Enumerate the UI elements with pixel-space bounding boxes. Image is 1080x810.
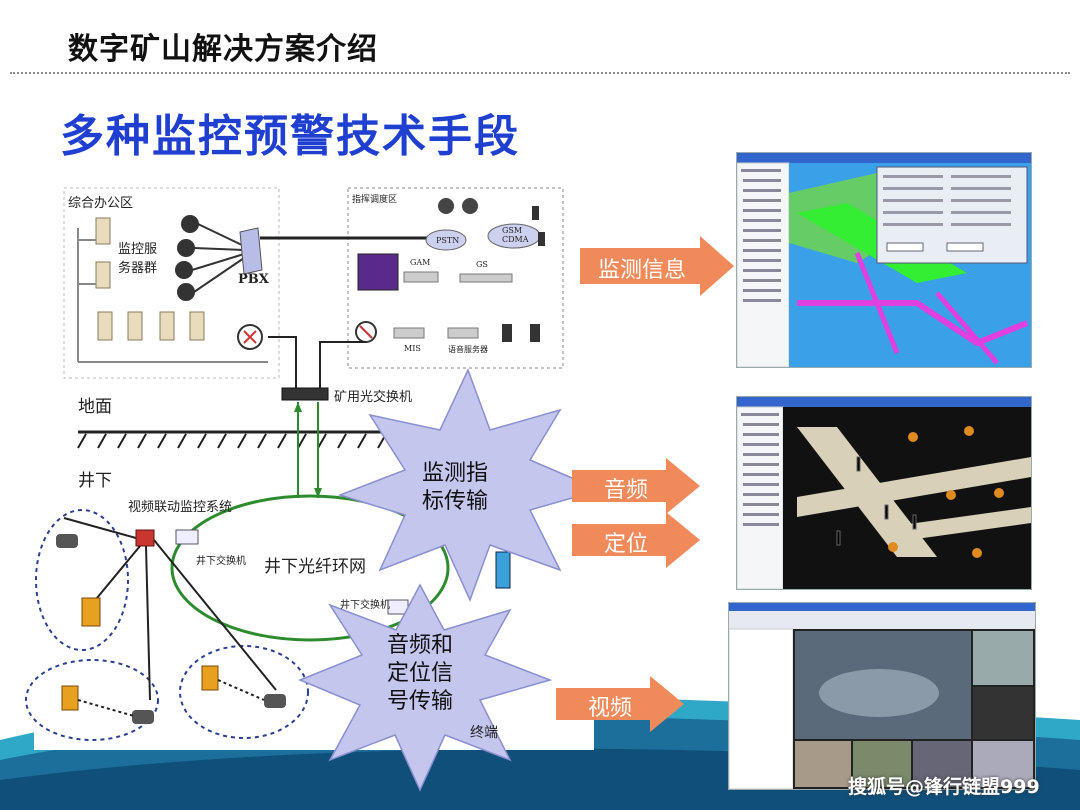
positioning-software-screenshot bbox=[736, 396, 1032, 590]
arrow-shape-4 bbox=[556, 676, 684, 732]
dispatch-server-label: 语音服务器 bbox=[448, 345, 488, 354]
tunnel-3d-view bbox=[737, 397, 1031, 589]
underground-switch2-label: 井下交换机 bbox=[340, 600, 390, 611]
arrow-shape-3 bbox=[572, 512, 700, 568]
gateway2-label: GS bbox=[476, 260, 488, 269]
dispatch-zone-label: 指挥调度区 bbox=[352, 195, 398, 205]
gateway-label: GAM bbox=[410, 258, 431, 267]
header-title: 数字矿山解决方案介绍 bbox=[68, 32, 378, 67]
monitoring-software-screenshot bbox=[736, 152, 1032, 368]
burst-text-audio-location: 音频和 定位信 号传输 bbox=[386, 633, 453, 714]
server-group-label: 监控服 务器群 bbox=[118, 242, 158, 276]
arrow-label-audio: 音频 bbox=[604, 478, 649, 503]
main-title: 多种监控预警技术手段 bbox=[60, 111, 520, 162]
video-system-label: 视频联动监控系统 bbox=[128, 500, 233, 515]
arrow-label-monitoring: 监测信息 bbox=[598, 258, 687, 283]
video-surveillance-screenshot bbox=[728, 602, 1036, 790]
underground-label: 井下 bbox=[78, 471, 112, 491]
pbx-label: PBX bbox=[238, 272, 269, 287]
terminal-label: 终端 bbox=[470, 725, 498, 741]
burst-shape-1 bbox=[337, 368, 603, 602]
ground-label: 地面 bbox=[78, 397, 112, 417]
arrow-label-video: 视频 bbox=[588, 696, 633, 721]
burst-shape-2 bbox=[298, 583, 553, 792]
mis-label: MIS bbox=[404, 344, 421, 353]
mine-switch-label: 矿用光交换机 bbox=[334, 390, 413, 405]
arrow-label-location: 定位 bbox=[604, 532, 649, 557]
arrow-shape-1 bbox=[580, 236, 734, 296]
watermark-text: 搜狐号@锋行链盟999 bbox=[848, 776, 1040, 798]
burst-text-monitoring: 监测指 标传输 bbox=[421, 461, 488, 514]
office-zone-label: 综合办公区 bbox=[68, 196, 134, 211]
video-grid bbox=[729, 603, 1035, 789]
arrow-shape-2 bbox=[572, 458, 700, 514]
ring-network-label: 井下光纤环网 bbox=[264, 557, 366, 577]
monitoring-map bbox=[737, 153, 1031, 367]
gsm-cdma-label: GSM CDMA bbox=[502, 226, 529, 244]
pstn-label: PSTN bbox=[436, 236, 460, 245]
header-divider bbox=[10, 72, 1070, 74]
underground-switch-label: 井下交换机 bbox=[196, 556, 246, 567]
